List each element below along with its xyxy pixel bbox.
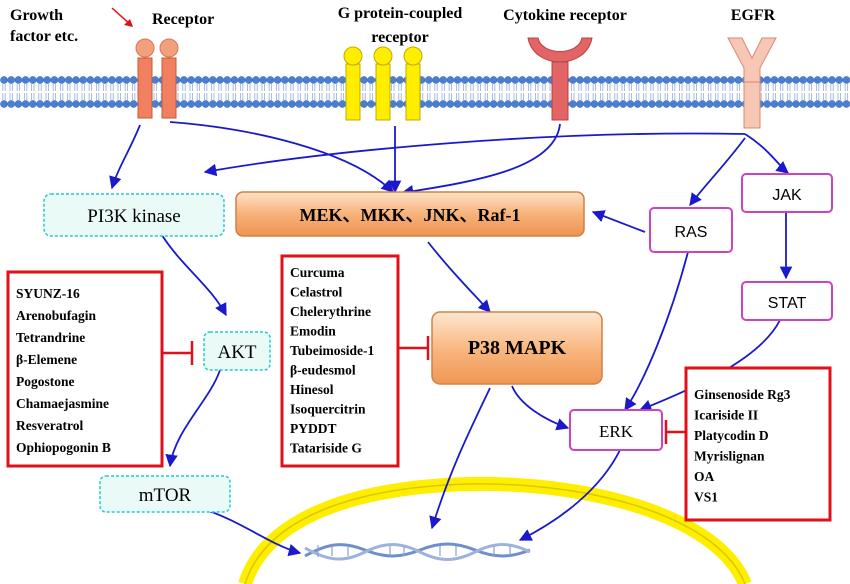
inhibitor-item: Ophiopogonin B [16,440,111,455]
inhibitor-item: Tubeimoside-1 [290,343,375,358]
egfr-label: EGFR [731,7,776,24]
mtor-label: mTOR [139,485,192,506]
erk-node: ERK [569,409,663,451]
stat-label: STAT [768,295,807,312]
inhibitor-item: OA [694,469,715,484]
arrow-ras-to-erk [624,251,689,412]
mek-mkk-jnk-raf1-node: MEK、MKK、JNK、Raf-1 [235,191,585,237]
arrow-pi3k-to-akt [159,231,227,317]
inhibitor-item: PYDDT [290,421,337,436]
inhibitor-item: Emodin [290,324,336,339]
inhibitor-item: Isoquercitrin [290,402,366,417]
cell-membrane [0,76,850,108]
arrow-akt-to-mtor [165,369,221,468]
inhibitor-item: β-Elemene [16,352,77,367]
inhibitor-item: Platycodin D [694,428,769,443]
inhibitor-item: SYUNZ-16 [16,286,80,301]
arrow-egfr-to-ras [689,137,746,207]
inhibitor-item: Ginsenoside Rg3 [694,387,791,402]
pi3k-label: PI3K kinase [87,206,180,227]
arrow-egfr-to-pi3k [203,132,746,177]
inhibitor-item: Icariside II [694,408,758,423]
arrow-p38-to-erk [511,385,570,431]
inhibitor-item: Tatariside G [290,441,362,456]
inhibitor-item: Chamaejasmine [16,396,109,411]
arrow-receptor-to-mek [169,121,394,193]
arrow-cytokine-to-mek [400,123,561,198]
growth-factor-label-line2: factor etc. [10,28,78,45]
inhibitor-item: Celastrol [290,285,342,300]
mek-group-label: MEK、MKK、JNK、Raf-1 [300,205,521,225]
ras-node: RAS [649,207,733,253]
egfr-icon [727,37,777,129]
inhibitor-item: Arenobufagin [16,308,97,323]
stat-node: STAT [741,281,833,321]
arrow-egfr-to-jak [744,133,789,174]
inhibition-markers [162,336,686,444]
erk-label: ERK [599,422,634,441]
inhibitor-item: Pogostone [16,374,75,389]
mtor-node: mTOR [99,475,231,513]
arrow-p38-to-dna [429,387,491,530]
p38-mapk-node: P38 MAPK [431,311,603,385]
cytokine-receptor-label: Cytokine receptor [503,7,627,24]
arrow-receptor-to-pi3k [109,124,141,190]
gpcr-label: G protein-coupled [338,5,463,22]
inhibitor-item: Myrislignan [694,449,765,464]
inhibitor-item: Tetrandrine [16,330,85,345]
arrow-mek-to-p38 [427,241,491,313]
akt-label: AKT [217,342,256,363]
inhibitor-item: Curcuma [290,265,345,280]
gpcr-icon [343,46,423,121]
inhibitor-item: Hinesol [290,382,334,397]
nucleus [238,476,752,584]
inhibitor-item: Chelerythrine [290,304,371,319]
dna-helix-icon [304,542,531,561]
p38-label: P38 MAPK [468,337,567,359]
p38-inhibitor-box: CurcumaCelastrolChelerythrineEmodinTubei… [280,254,400,468]
pi3k-kinase-node: PI3K kinase [43,193,225,237]
ras-label: RAS [675,224,708,241]
cytokine-receptor-icon [527,37,593,121]
growth-factor-arrow-icon [124,19,133,27]
arrow-erk-to-dna [518,449,621,541]
inhibitor-item: β-eudesmol [290,363,356,378]
jak-node: JAK [741,173,833,213]
gpcr-label-line2: receptor [371,29,428,46]
growth-factor-label: Growth [10,7,63,24]
inhibitor-item: Resveratrol [16,418,83,433]
receptor-icon [135,38,179,119]
receptor-label: Receptor [152,11,214,28]
jak-label: JAK [772,187,802,204]
arrow-ras-to-mek [591,210,646,233]
akt-node: AKT [203,331,271,371]
inhibitor-item: VS1 [694,490,718,505]
